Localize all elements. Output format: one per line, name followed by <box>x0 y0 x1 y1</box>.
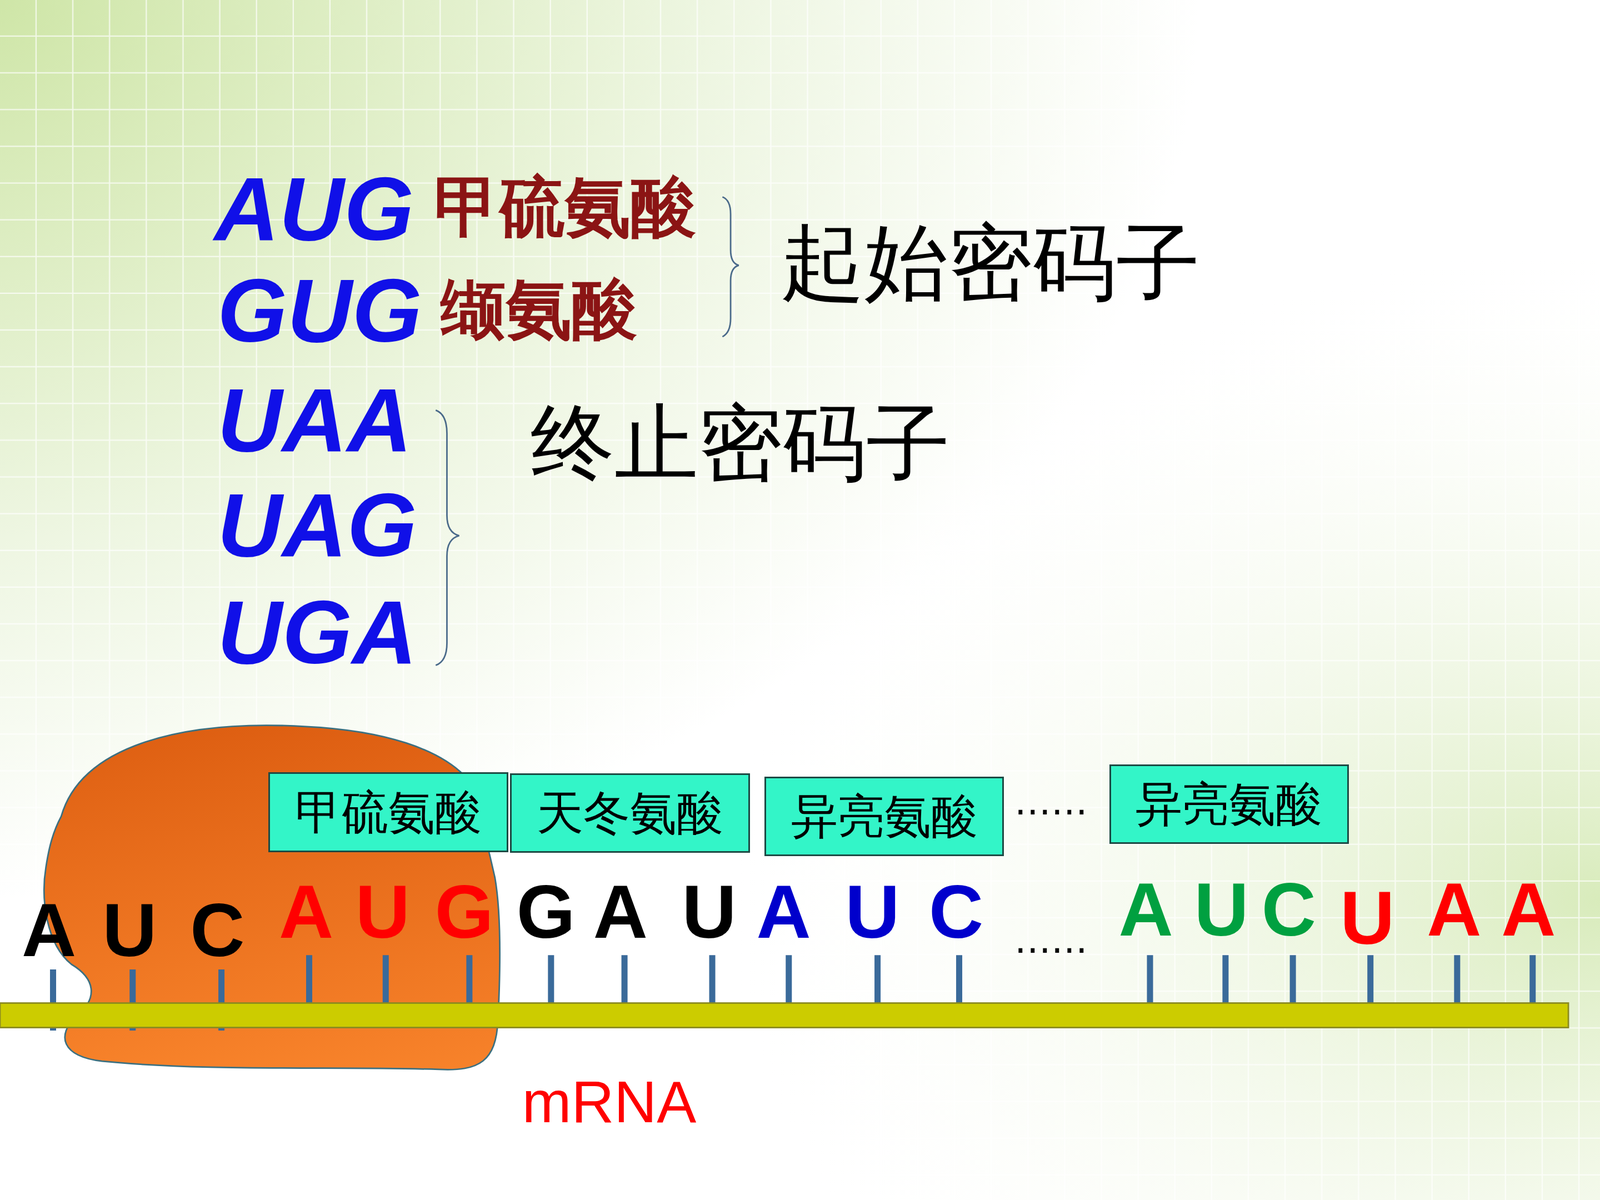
nucleotide-stick <box>621 955 628 1004</box>
amino-acid-name: 异亮氨酸 <box>791 790 978 843</box>
nucleotide-stick <box>1290 955 1297 1004</box>
amino-acid: 甲硫氨酸 <box>433 171 697 243</box>
amino-acid-box: 天冬氨酸 <box>510 773 750 853</box>
nucleotide: G <box>435 870 494 954</box>
codon: UAA <box>217 371 412 470</box>
nucleotide: U <box>1340 876 1395 960</box>
nucleotide: C <box>928 870 984 954</box>
nucleotide: C <box>190 888 245 973</box>
amino-acid: 缬氨酸 <box>440 273 638 345</box>
heading: 终止密码子 <box>530 397 950 490</box>
nucleotide-stick <box>874 955 881 1004</box>
amino-acid-box: 甲硫氨酸 <box>268 772 509 852</box>
nucleotide: U <box>102 888 157 973</box>
mrna-strand <box>0 1003 1569 1028</box>
nucleotide-stick <box>709 955 716 1004</box>
amino-acid-name: 甲硫氨酸 <box>295 786 482 839</box>
nucleotide-stick <box>1146 955 1153 1004</box>
nucleotide: A <box>593 870 648 954</box>
nucleotide-stick <box>1222 955 1229 1004</box>
nucleotide: U <box>681 870 737 954</box>
mrna-label: mRNA <box>522 1069 697 1135</box>
nucleotide-stick <box>466 955 473 1004</box>
amino-acid-name: 天冬氨酸 <box>536 787 724 839</box>
nucleotide-stick <box>1453 955 1460 1004</box>
nucleotide-stick <box>1367 955 1374 1004</box>
nucleotide: A <box>756 870 812 954</box>
nucleotide: A <box>1426 868 1482 953</box>
heading: 起始密码子 <box>780 217 1200 310</box>
stop-brace <box>435 410 459 665</box>
nucleotide: A <box>278 870 334 954</box>
nucleotide-stick <box>547 955 554 1004</box>
nucleotide: G <box>516 870 576 954</box>
amino-acid-box: 异亮氨酸 <box>764 776 1005 857</box>
amino-acid-name: 异亮氨酸 <box>1135 778 1323 830</box>
nucleotide: A <box>1118 868 1174 953</box>
ellipsis: …… <box>1014 781 1088 823</box>
codon: GUG <box>217 261 422 361</box>
codon: UAG <box>217 476 417 575</box>
nucleotide-stick <box>1529 955 1536 1004</box>
nucleotide: A <box>21 888 77 973</box>
nucleotide: U <box>355 870 410 954</box>
ellipsis: …… <box>1014 920 1088 962</box>
nucleotide: U <box>1193 868 1249 953</box>
nucleotide: C <box>1261 868 1317 953</box>
codon: AUG <box>214 160 414 259</box>
nucleotide-stick <box>956 955 963 1004</box>
codon: UGA <box>217 583 417 683</box>
nucleotide-stick <box>382 955 389 1004</box>
nucleotide: U <box>845 870 900 954</box>
amino-acid-box: 异亮氨酸 <box>1109 764 1350 844</box>
nucleotide-stick <box>306 955 313 1004</box>
start-brace <box>722 196 739 337</box>
nucleotide: A <box>1501 868 1556 953</box>
nucleotide-stick <box>785 955 792 1004</box>
